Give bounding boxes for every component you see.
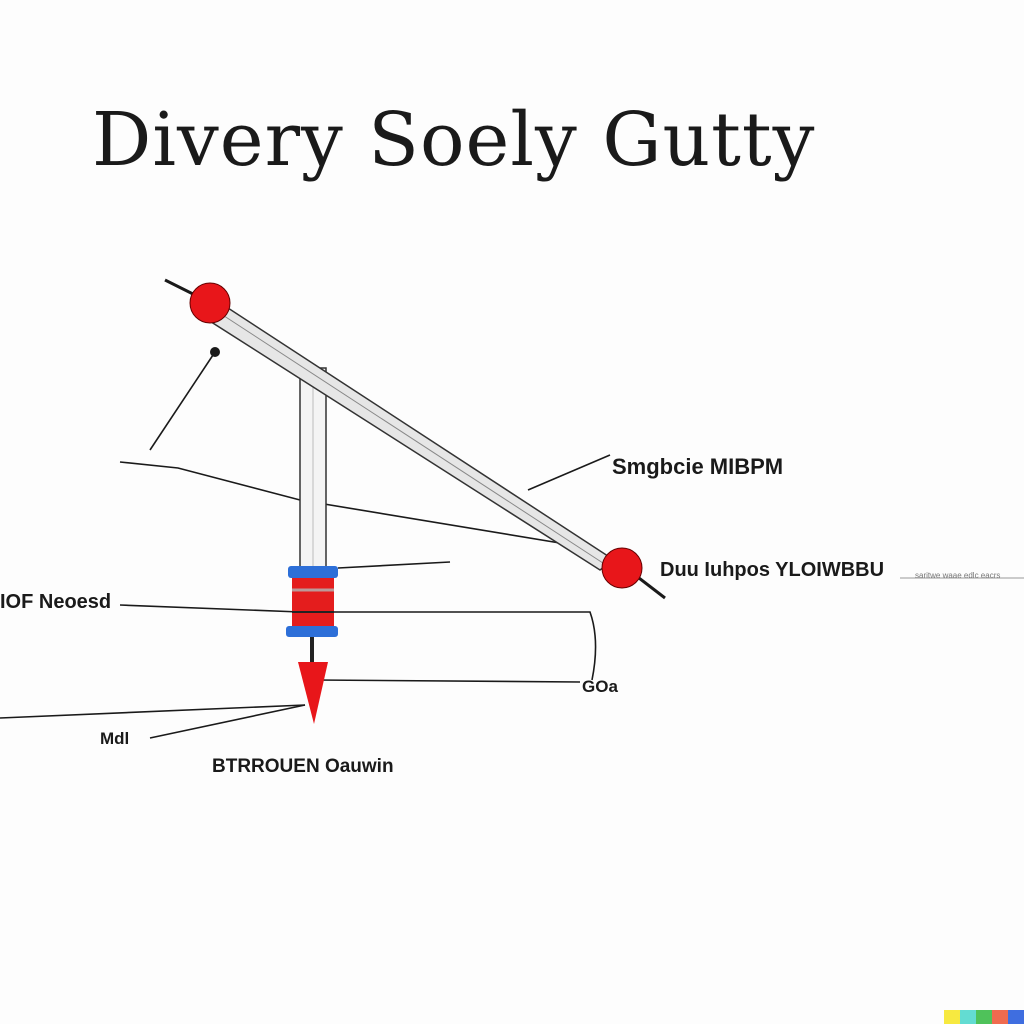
pivot-pin — [634, 573, 666, 600]
leader-upper-left — [149, 351, 216, 451]
watermark-swatch-4 — [992, 1010, 1008, 1024]
leader-arm — [527, 454, 611, 491]
leader-coil-top — [337, 561, 451, 569]
leader-lines — [0, 351, 1024, 739]
label-tip-right: GOa — [582, 677, 618, 696]
leader-coil — [119, 604, 597, 681]
label-pivot-fine: saritwe waae edlc eacrs — [915, 571, 1000, 580]
red-tip — [298, 662, 328, 724]
diagram-title: Divery Soely Gutty — [92, 97, 815, 183]
ball-top — [189, 282, 231, 324]
label-coil: IOF Neoesd — [0, 591, 111, 613]
label-arm: Smgbcie MIBPM — [612, 454, 783, 479]
ball-pivot — [601, 547, 643, 589]
leader-tip-right — [314, 679, 581, 683]
label-tip-left: Mdl — [100, 729, 129, 748]
arm-end-pin — [164, 278, 196, 297]
label-bottom: BTRROUEN Oauwin — [212, 756, 394, 777]
pivot-arm — [204, 296, 616, 571]
coil — [286, 566, 338, 637]
watermark-swatch-2 — [960, 1010, 976, 1024]
small-knob — [210, 347, 220, 357]
watermark-swatch-5 — [1008, 1010, 1024, 1024]
vertical-post — [299, 367, 327, 569]
leader-tip-left-a — [0, 704, 306, 719]
label-pivot: Duu Iuhpos YLOIWBBU — [660, 559, 884, 581]
leader-tip-left-b — [149, 704, 306, 739]
leader-to-pivot — [119, 461, 591, 549]
watermark-swatch-3 — [976, 1010, 992, 1024]
watermark-swatch-1 — [944, 1010, 960, 1024]
